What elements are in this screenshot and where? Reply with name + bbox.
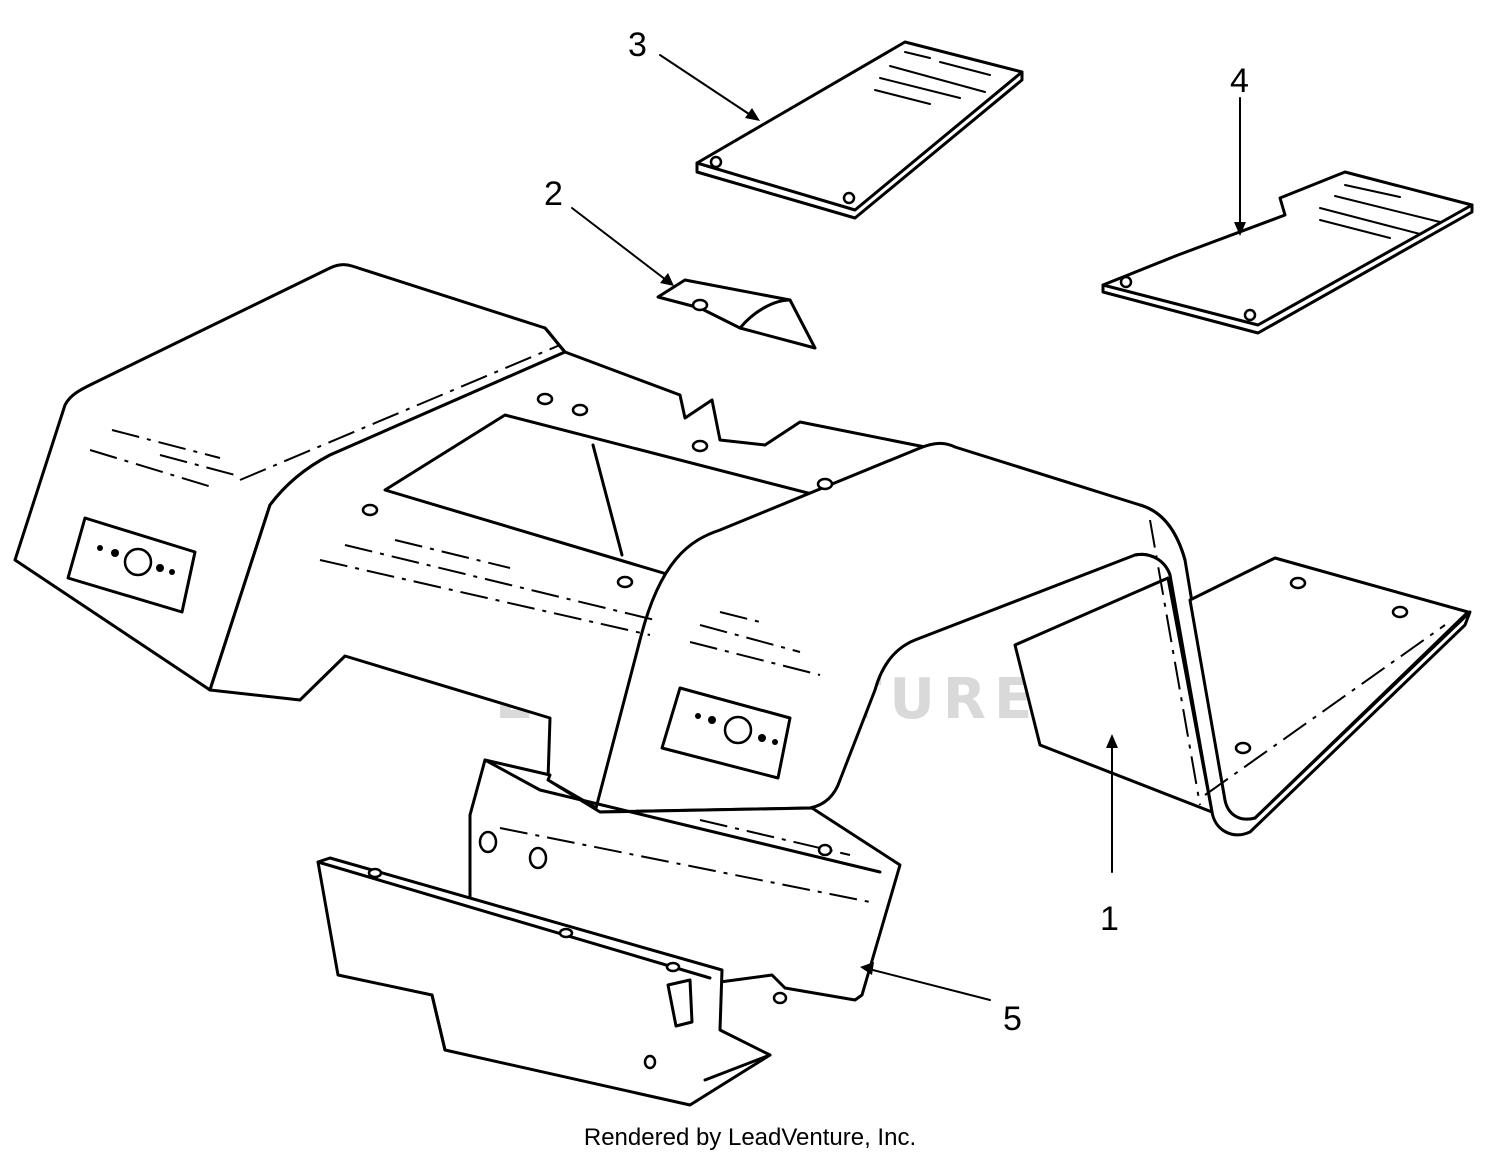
bracket-hole: [478, 830, 498, 854]
deck-platform: [208, 350, 952, 812]
bracket-top-flange: [483, 758, 882, 874]
fender-underpanel: [1013, 576, 1214, 814]
leader-2: [571, 207, 671, 284]
part-2-clip: [656, 278, 817, 350]
bracket-hole: [772, 991, 788, 1005]
bracket-hole: [817, 843, 833, 857]
tray-hole: [367, 867, 383, 879]
arrowhead-3: [745, 108, 760, 121]
callout-2: 2: [544, 175, 563, 213]
callout-4: 4: [1230, 62, 1249, 100]
seat-brace: [591, 443, 624, 557]
front-tray-flange: [316, 860, 772, 1082]
bracket-hole: [528, 846, 548, 870]
arrowhead-2: [660, 273, 674, 286]
part-5-bracket: [316, 758, 902, 1107]
tray-hole: [665, 961, 681, 973]
decal-text-lines: [1319, 184, 1441, 239]
leader-5: [864, 967, 991, 1001]
leader-3: [659, 54, 756, 119]
bracket-dash-lines: [499, 819, 871, 903]
part-3-decal-plate: [695, 40, 1024, 220]
part-1-fender: [13, 263, 1472, 837]
deck-dash-lines: [319, 539, 656, 636]
footer-credit: Rendered by LeadVenture, Inc.: [583, 1124, 917, 1151]
callout-3: 3: [628, 26, 647, 64]
tray-hole: [643, 1054, 657, 1070]
leader-lines: [571, 54, 1246, 1001]
arrowhead-1: [1106, 734, 1118, 748]
callout-1: 1: [1100, 900, 1119, 938]
part-4-decal-plate: [1101, 170, 1474, 335]
left-fender-dash-lines: [89, 429, 236, 489]
decal-text-lines: [874, 51, 991, 105]
latch-icon: [666, 978, 694, 1028]
right-fender-dash-lines: [689, 611, 821, 676]
front-tray: [316, 856, 772, 1107]
callout-5: 5: [1003, 1000, 1022, 1038]
arrowhead-5: [860, 962, 874, 975]
right-taillight-recess: [660, 686, 792, 780]
deck-mounting-holes: [361, 392, 1409, 755]
tray-hole: [558, 927, 574, 939]
callout-labels: 3 2 4 1 5: [544, 26, 1249, 1038]
right-footrest-panel: [1188, 556, 1470, 821]
fender-edge-dash: [239, 344, 1446, 806]
arrowhead-4: [1234, 222, 1246, 236]
left-taillight-recess: [66, 516, 197, 614]
